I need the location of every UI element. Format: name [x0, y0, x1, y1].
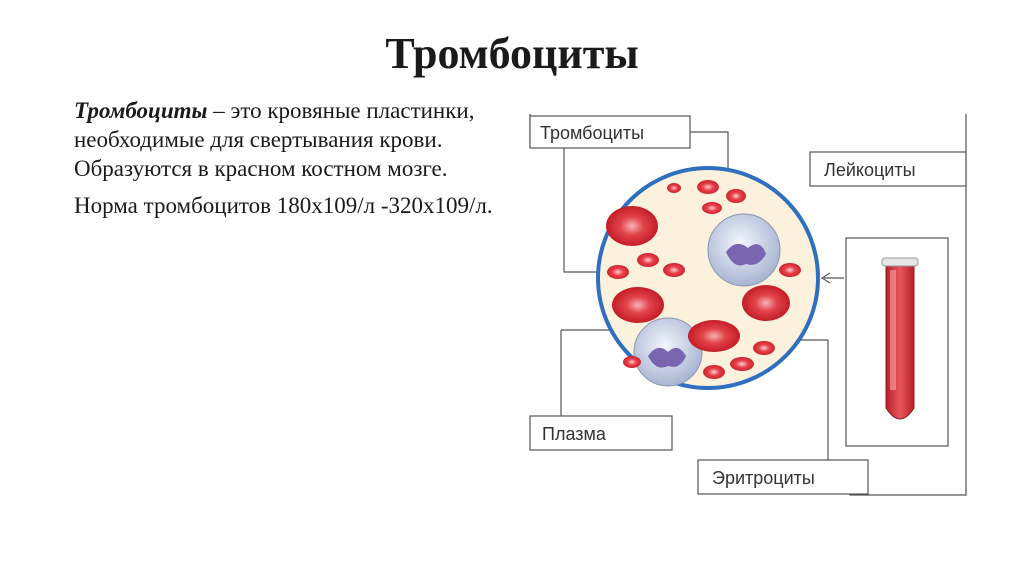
- plasma-connector: [530, 330, 562, 419]
- platelet-icon-4: [667, 183, 681, 193]
- platelet-icon-12: [623, 356, 641, 368]
- text-block: Тромбоциты – это кровяные пластинки, нео…: [74, 96, 494, 228]
- label-platelets-text: Тромбоциты: [540, 123, 644, 143]
- label-erythrocytes-text: Эритроциты: [712, 468, 815, 488]
- norm-paragraph: Норма тромбоцитов 180х109/л -320х109/л.: [74, 193, 493, 218]
- label-plasma-text: Плазма: [542, 424, 607, 444]
- platelet-icon-9: [753, 341, 775, 355]
- label-erythrocytes: Эритроциты: [697, 459, 869, 495]
- erythrocyte-icon: [606, 206, 658, 246]
- platelet-icon: [697, 180, 719, 194]
- platelet-icon-11: [703, 365, 725, 379]
- label-leukocytes: Лейкоциты: [809, 151, 967, 187]
- tube-arrow-head: [820, 272, 831, 284]
- platelet-icon-6: [663, 263, 685, 277]
- platelet-icon-2: [726, 189, 746, 203]
- label-platelets: Тромбоциты: [529, 115, 691, 149]
- platelet-icon-5: [637, 253, 659, 267]
- test-tube-icon: [845, 237, 949, 447]
- definition-paragraph: Тромбоциты – это кровяные пластинки, нео…: [74, 96, 494, 183]
- definition-text: – это кровяные пластинки, необходимые дл…: [74, 98, 475, 181]
- leukocyte-icon: [707, 213, 781, 287]
- term-platelets: Тромбоциты: [74, 98, 208, 123]
- platelet-icon-10: [730, 357, 754, 371]
- leukocyte-icon-2: [633, 317, 703, 387]
- label-leukocytes-text: Лейкоциты: [824, 160, 916, 180]
- platelet-icon-7: [607, 265, 629, 279]
- platelet-icon-8: [779, 263, 801, 277]
- erythrocyte-icon-3: [742, 285, 790, 321]
- platelet-icon-3: [702, 202, 722, 214]
- erythrocyte-icon-4: [688, 320, 740, 352]
- label-plasma: Плазма: [529, 415, 673, 451]
- erythrocyte-icon-2: [612, 287, 664, 323]
- slide-title: Тромбоциты: [385, 29, 639, 78]
- blood-diagram: Тромбоциты Лейкоциты Плазма Эритроциты: [529, 114, 967, 496]
- blood-circle: [596, 166, 820, 390]
